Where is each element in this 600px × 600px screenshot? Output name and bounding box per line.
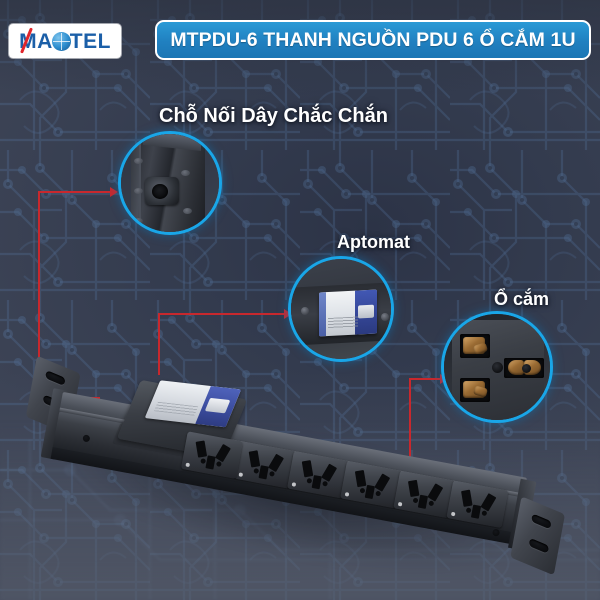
- connector-line-breaker-horizontal: [158, 313, 288, 315]
- power-socket-icon: [444, 314, 550, 420]
- circuit-breaker-icon: [291, 259, 391, 359]
- logo-text-after: TEL: [69, 29, 111, 53]
- logo-wordmark: MA TEL: [19, 26, 111, 54]
- connector-line-breaker-vertical: [158, 313, 160, 375]
- callout-label-breaker: Aptomat: [337, 232, 410, 252]
- callout-circle-cable-connection: [118, 131, 222, 235]
- connector-arrow-cable: [110, 187, 118, 197]
- connector-line-cable-vertical: [38, 191, 40, 399]
- mastel-logo[interactable]: MA TEL: [9, 24, 121, 58]
- globe-icon: [51, 31, 71, 51]
- header: MA TEL MTPDU-6 THANH NGUỒN PDU 6 Ổ CẮM 1…: [0, 0, 600, 66]
- callout-circle-socket: [441, 311, 553, 423]
- connector-line-socket-vertical: [409, 378, 411, 498]
- page-title: MTPDU-6 THANH NGUỒN PDU 6 Ổ CẮM 1U: [170, 28, 576, 51]
- mounting-bracket-right: [510, 496, 566, 576]
- pdu-body: [1, 351, 573, 600]
- connector-line-cable-horizontal: [38, 191, 114, 193]
- cable-gland-icon: [121, 134, 219, 232]
- pdu-power-strip: [25, 355, 574, 596]
- callout-label-cable-connection: Chỗ Nối Dây Chắc Chắn: [159, 105, 388, 127]
- callout-label-socket: Ổ cắm: [494, 289, 550, 309]
- connector-line-socket-horizontal: [409, 378, 443, 380]
- title-banner: MTPDU-6 THANH NGUỒN PDU 6 Ổ CẮM 1U: [155, 20, 591, 60]
- callout-circle-breaker: [288, 256, 394, 362]
